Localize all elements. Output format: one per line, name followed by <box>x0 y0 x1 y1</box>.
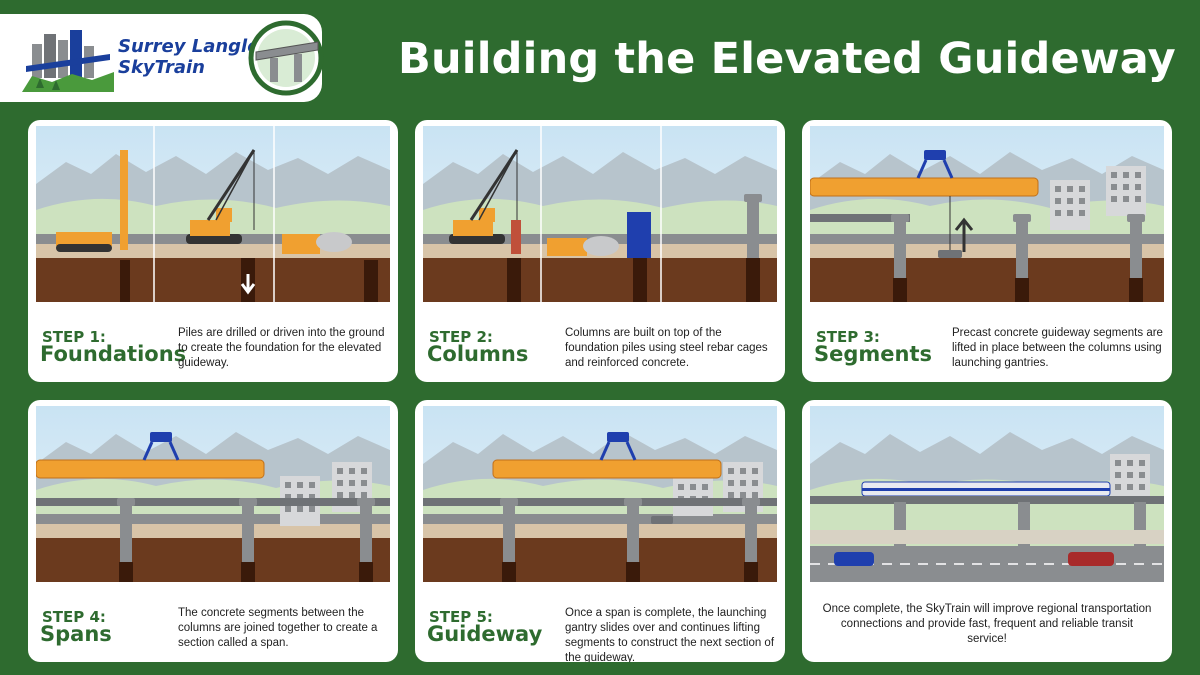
guideway-badge-icon <box>248 20 324 96</box>
skytrain-illustration <box>810 406 1164 582</box>
logo-line-2: SkyTrain <box>118 57 205 78</box>
step-description: The concrete segments between the column… <box>178 607 378 649</box>
guideway-illustration <box>423 406 777 582</box>
step-description: Once a span is complete, the launching g… <box>565 607 775 662</box>
foundations-illustration <box>36 126 390 302</box>
columns-illustration <box>423 126 777 302</box>
step-number: STEP 3: <box>816 328 880 346</box>
logo-box: Surrey Langley SkyTrain <box>0 14 324 102</box>
step-number: STEP 5: <box>429 608 493 626</box>
page-title: Building the Elevated Guideway <box>398 34 1176 84</box>
step-title: Spans <box>40 622 112 646</box>
step-description: Precast concrete guideway segments are l… <box>952 327 1163 369</box>
final-description: Once complete, the SkyTrain will improve… <box>822 603 1152 645</box>
logo-line-1: Surrey Langley <box>118 36 272 57</box>
step-number: STEP 4: <box>42 608 106 626</box>
skyline-logo-icon <box>22 30 114 92</box>
step-number: STEP 2: <box>429 328 493 346</box>
segments-illustration <box>810 126 1164 302</box>
step-1-panel: STEP 1: Foundations Piles are drilled or… <box>28 120 398 382</box>
step-title: Guideway <box>427 622 543 646</box>
spans-illustration <box>36 406 390 582</box>
logo-wordmark: Surrey Langley SkyTrain <box>118 36 271 78</box>
step-title: Segments <box>814 342 933 366</box>
step-title: Foundations <box>40 342 187 366</box>
step-2-panel: STEP 2: Columns Columns are built on top… <box>415 120 785 382</box>
step-description: Columns are built on top of the foundati… <box>565 327 768 369</box>
step-3-panel: STEP 3: Segments Precast concrete guidew… <box>802 120 1172 382</box>
step-4-panel: STEP 4: Spans The concrete segments betw… <box>28 400 398 662</box>
final-panel: Once complete, the SkyTrain will improve… <box>802 400 1172 662</box>
step-title: Columns <box>427 342 529 366</box>
step-5-panel: STEP 5: Guideway Once a span is complete… <box>415 400 785 662</box>
step-number: STEP 1: <box>42 328 106 346</box>
step-description: Piles are drilled or driven into the gro… <box>178 327 385 369</box>
